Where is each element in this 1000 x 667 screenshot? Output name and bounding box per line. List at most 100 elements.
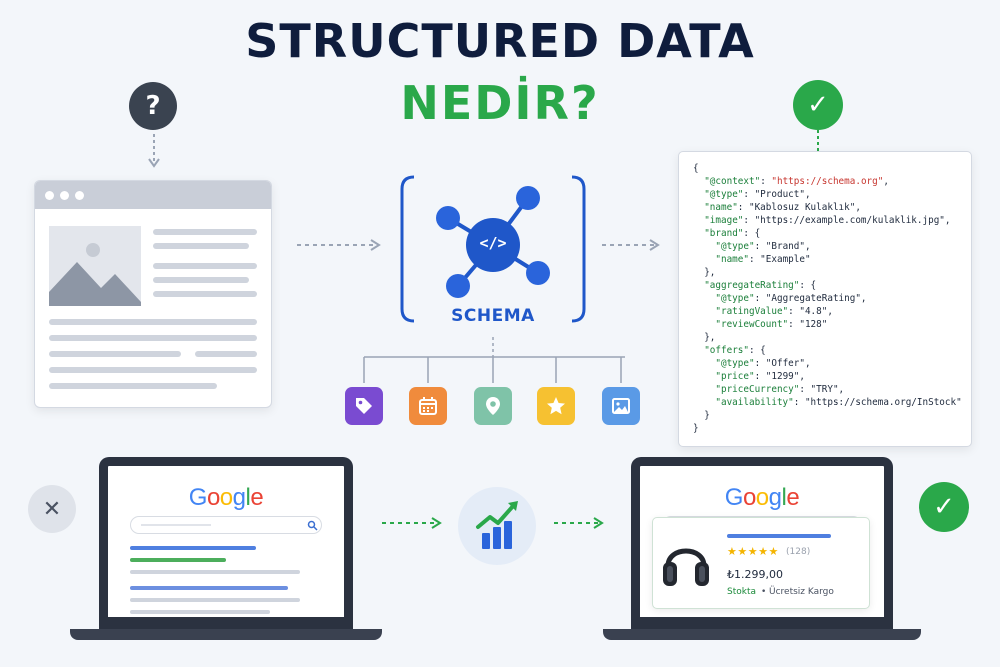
text-line	[153, 263, 257, 269]
check-badge-icon: ✓	[919, 482, 969, 532]
schema-network-icon	[400, 175, 586, 323]
code-token: : {	[748, 345, 766, 356]
browser-titlebar	[35, 181, 271, 209]
code-line: "@type": "Product",	[693, 188, 971, 201]
code-line: "availability": "https://schema.org/InSt…	[693, 396, 971, 409]
code-line: "ratingValue": "4.8",	[693, 305, 971, 318]
code-token: }	[693, 410, 710, 421]
code-line: "price": "1299",	[693, 370, 971, 383]
code-token: "priceCurrency"	[715, 384, 800, 395]
code-token: "name"	[704, 202, 738, 213]
google-logo-letter: e	[250, 484, 264, 511]
code-token	[693, 280, 704, 291]
code-token	[693, 228, 704, 239]
code-token: "https://schema.org"	[771, 176, 884, 187]
text-line	[49, 319, 257, 325]
result-url-line	[130, 558, 226, 562]
code-token: "@type"	[715, 293, 755, 304]
right-arrow-icon	[602, 239, 660, 251]
code-line: "name": "Example"	[693, 253, 971, 266]
code-token	[693, 254, 715, 265]
text-line	[49, 367, 257, 373]
code-line: {	[693, 162, 971, 175]
json-ld-code-panel: { "@context": "https://schema.org", "@ty…	[678, 151, 972, 447]
laptop-screen-left: Google	[99, 457, 353, 629]
text-line	[153, 277, 249, 283]
webpage-window	[34, 180, 272, 408]
growth-chart-icon	[458, 487, 536, 565]
price-tag-icon	[345, 387, 383, 425]
rich-result-card[interactable]: ★★★★★ (128) ₺1.299,00 Stokta • Ücretsiz …	[652, 517, 870, 609]
code-token	[693, 293, 715, 304]
code-token	[693, 189, 704, 200]
stock-status: Stokta	[727, 587, 757, 597]
headphones-icon	[663, 548, 709, 586]
google-logo-letter: G	[724, 484, 744, 511]
window-dot-icon	[45, 191, 54, 200]
code-token: : "4.8",	[788, 306, 833, 317]
code-token: "@type"	[704, 189, 744, 200]
code-token: : "128"	[788, 319, 828, 330]
schema-label: SCHEMA	[451, 306, 535, 326]
page-title: STRUCTURED DATA	[245, 14, 755, 68]
code-line: "brand": {	[693, 227, 971, 240]
code-token: "price"	[715, 371, 755, 382]
code-token: "availability"	[715, 397, 794, 408]
page-subtitle: NEDİR?	[400, 76, 600, 130]
search-icon	[307, 520, 318, 531]
code-token	[693, 241, 715, 252]
calendar-icon	[409, 387, 447, 425]
code-token: : "Brand",	[754, 241, 811, 252]
search-input[interactable]	[130, 516, 322, 534]
star-icon	[537, 387, 575, 425]
code-token	[693, 358, 715, 369]
code-line: },	[693, 331, 971, 344]
code-token	[693, 345, 704, 356]
image-icon	[602, 387, 640, 425]
window-dot-icon	[75, 191, 84, 200]
text-line	[49, 351, 181, 357]
code-line: "@type": "Brand",	[693, 240, 971, 253]
result-title-line	[130, 586, 288, 590]
code-token: : "Product",	[743, 189, 811, 200]
check-badge-icon: ✓	[793, 80, 843, 130]
code-line: },	[693, 266, 971, 279]
down-arrow-icon	[148, 134, 160, 168]
code-line: "priceCurrency": "TRY",	[693, 383, 971, 396]
google-logo-letter: o	[742, 484, 756, 511]
code-token: "@type"	[715, 241, 755, 252]
text-line	[195, 351, 257, 357]
google-logo: Google	[640, 484, 884, 512]
cross-badge-icon: ✕	[28, 485, 76, 533]
code-token: },	[693, 332, 716, 343]
image-placeholder-icon	[49, 226, 141, 306]
result-text-line	[130, 570, 300, 574]
result-title-line	[130, 546, 256, 550]
code-line: "name": "Kablosuz Kulaklık",	[693, 201, 971, 214]
code-token: }	[693, 423, 699, 434]
text-line	[153, 243, 249, 249]
tree-connector	[363, 337, 625, 383]
google-logo-letter: l	[781, 484, 787, 511]
text-line	[49, 335, 257, 341]
code-token: : "https://schema.org/InStock"	[793, 397, 962, 408]
text-line	[49, 383, 217, 389]
shipping-info: Ücretsiz Kargo	[769, 587, 834, 597]
code-token	[693, 215, 704, 226]
code-token: :	[760, 176, 772, 187]
code-line: "@type": "AggregateRating",	[693, 292, 971, 305]
google-logo-letter: o	[219, 484, 233, 511]
code-glyph: </>	[479, 234, 507, 252]
connector-line	[817, 130, 819, 152]
code-line: }	[693, 422, 971, 435]
code-token: : "AggregateRating",	[754, 293, 867, 304]
google-logo-letter: o	[206, 484, 220, 511]
code-token: : "1299",	[754, 371, 805, 382]
result-text-line	[130, 610, 270, 614]
google-logo-letter: g	[232, 484, 246, 511]
code-token: : "https://example.com/kulaklik.jpg",	[743, 215, 951, 226]
code-token: "reviewCount"	[715, 319, 789, 330]
text-line	[153, 229, 257, 235]
code-token: ,	[883, 176, 889, 187]
location-pin-icon	[474, 387, 512, 425]
